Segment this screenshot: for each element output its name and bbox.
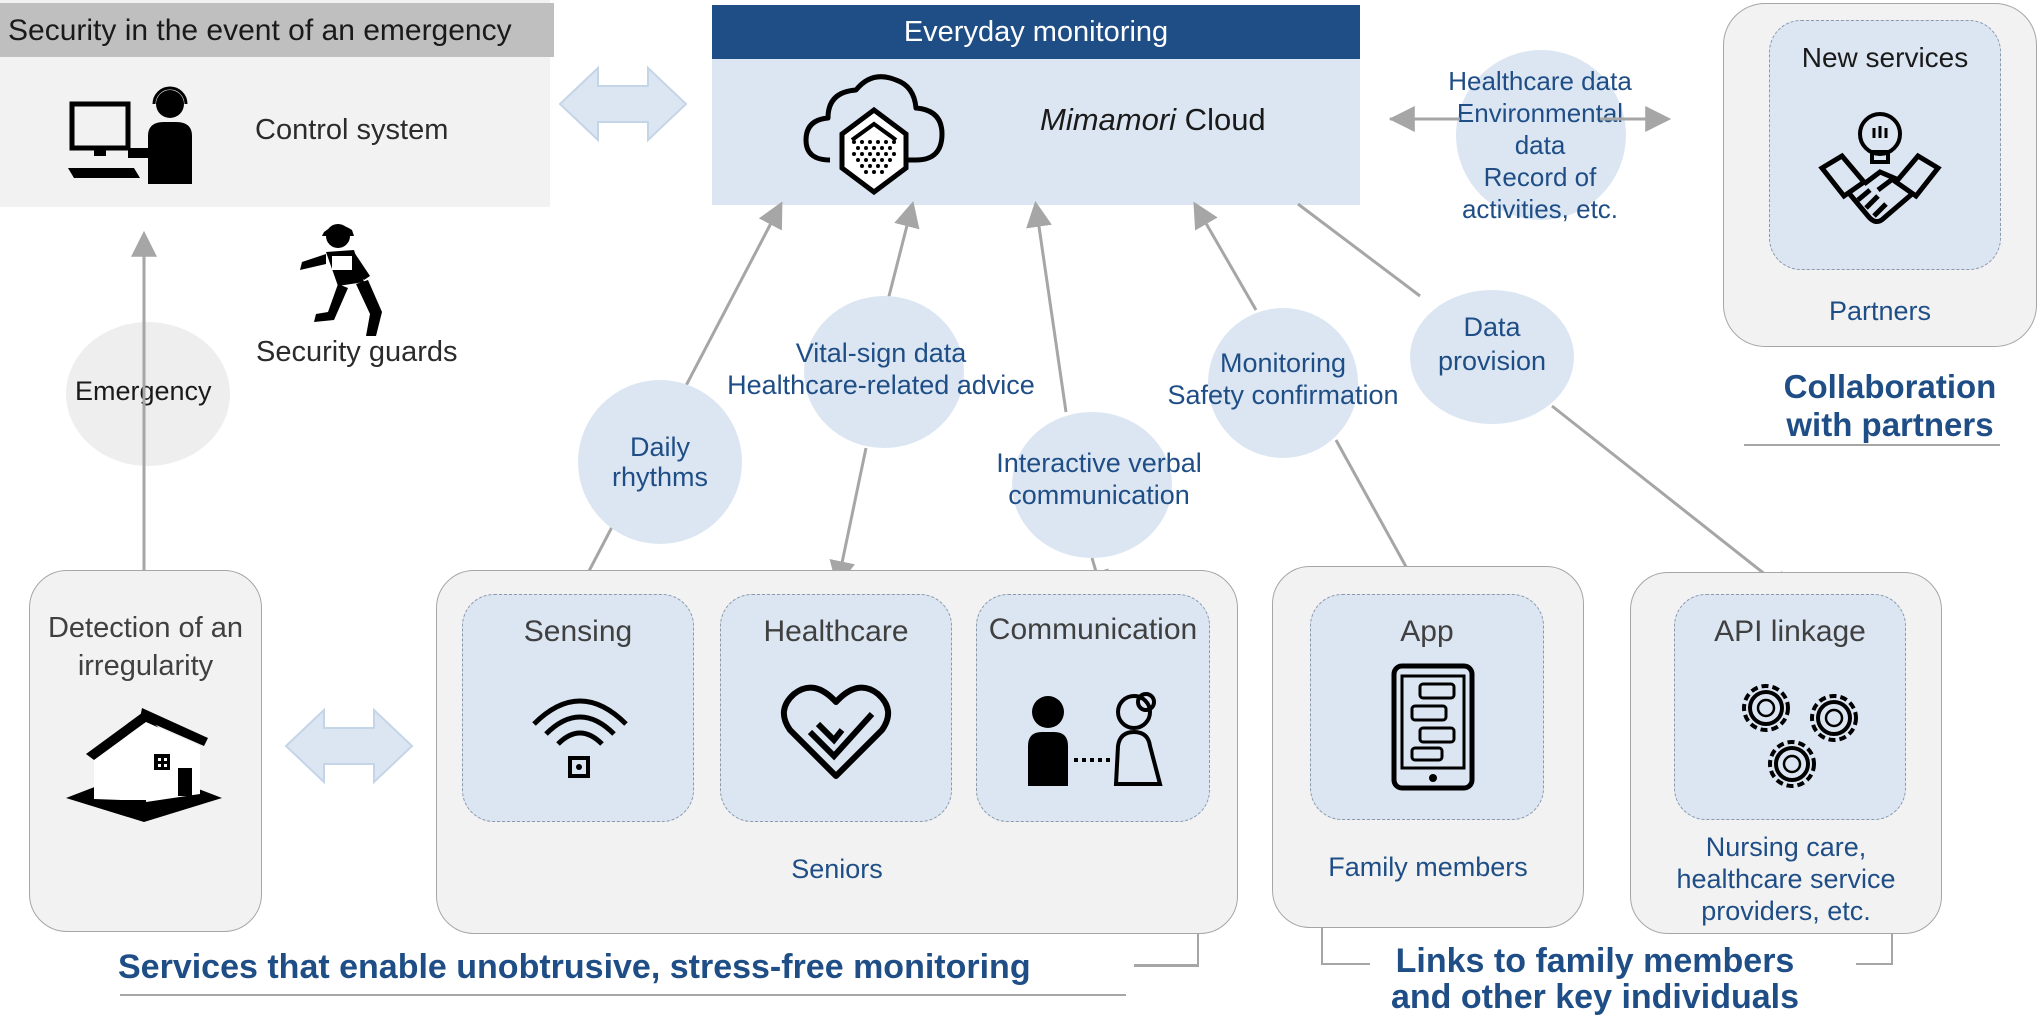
exchange-line5: activities, etc. — [1461, 194, 1619, 224]
communication-label: Communication — [988, 613, 1198, 646]
sensing-box — [462, 594, 694, 822]
vital-sign-line1: Vital-sign data — [795, 338, 967, 368]
exchange-line3: data — [1514, 130, 1566, 160]
detection-label-line2: irregularity — [77, 650, 214, 682]
security-guards-label: Security guards — [256, 336, 458, 368]
cloud-icon — [803, 74, 945, 196]
daily-rhythms-line1: Daily — [629, 432, 690, 462]
new-services-box — [1769, 20, 2001, 270]
api-linkage-label: API linkage — [1714, 615, 1866, 648]
sensing-label: Sensing — [523, 615, 633, 648]
detection-label-line1: Detection of an — [47, 612, 244, 644]
communication-box — [976, 594, 1210, 822]
vital-sign-bubble — [804, 296, 964, 448]
app-label: App — [1400, 615, 1454, 648]
handshake-idea-icon — [1818, 112, 1942, 224]
services-underline — [120, 994, 1126, 996]
data-provision-line2: provision — [1437, 346, 1547, 376]
wifi-sensor-icon — [532, 698, 628, 778]
monitoring-bubble — [1208, 308, 1358, 458]
data-provision-bubble — [1410, 290, 1574, 424]
exchange-line2: Environmental — [1456, 98, 1624, 128]
providers-line2: healthcare service — [1676, 864, 1896, 894]
services-footer: Services that enable unobtrusive, stress… — [118, 948, 1031, 986]
interactive-line1: Interactive verbal — [996, 448, 1202, 478]
family-members-label: Family members — [1328, 852, 1528, 882]
new-services-label: New services — [1801, 42, 1969, 73]
daily-rhythms-bubble — [578, 380, 742, 544]
mimamori-word: Mimamori — [1040, 102, 1177, 137]
collaboration-line2: with partners — [1786, 406, 1994, 443]
heart-check-icon — [781, 684, 891, 779]
monitoring-line2: Safety confirmation — [1167, 380, 1399, 410]
interactive-bubble — [1012, 412, 1172, 558]
providers-line3: providers, etc. — [1701, 896, 1871, 926]
vital-sign-line2: Healthcare-related advice — [727, 370, 1035, 400]
mimamori-cloud-panel — [712, 59, 1360, 205]
control-operator-icon — [68, 86, 192, 184]
control-system-label: Control system — [255, 114, 449, 146]
data-provision-line1: Data — [1463, 312, 1521, 342]
cloud-word: Cloud — [1176, 102, 1266, 137]
mimamori-cloud-label: Mimamori Cloud — [1040, 102, 1266, 138]
healthcare-box — [720, 594, 952, 822]
security-guard-icon — [300, 224, 382, 336]
everyday-monitoring-title: Everyday monitoring — [903, 16, 1169, 48]
interactive-line2: communication — [1008, 480, 1190, 510]
seniors-label: Seniors — [791, 854, 883, 884]
exchange-line4: Record of — [1483, 162, 1597, 192]
emergency-title: Security in the event of an emergency — [8, 14, 512, 47]
partners-label: Partners — [1828, 296, 1932, 326]
emergency-bubble — [66, 322, 230, 466]
collaboration-line1: Collaboration — [1783, 368, 1997, 405]
conversation-icon — [1028, 692, 1163, 786]
links-footer-line1: Links to family members — [1395, 942, 1795, 980]
providers-line1: Nursing care, — [1705, 832, 1867, 862]
emergency-title-bar — [0, 3, 554, 57]
links-footer-line2: and other key individuals — [1390, 978, 1800, 1016]
smartphone-chat-icon — [1391, 663, 1475, 791]
house-icon — [66, 708, 222, 822]
api-linkage-box — [1674, 594, 1906, 820]
services-bracket — [1134, 964, 1198, 966]
data-exchange-bubble — [1456, 50, 1626, 220]
daily-rhythms-line2: rhythms — [611, 462, 709, 492]
gears-api-icon — [1742, 684, 1858, 788]
collaboration-underline — [1744, 444, 2000, 446]
everyday-monitoring-header — [712, 5, 1360, 59]
healthcare-label: Healthcare — [763, 615, 909, 648]
monitoring-line1: Monitoring — [1219, 348, 1347, 378]
exchange-line1: Healthcare data — [1448, 66, 1632, 96]
